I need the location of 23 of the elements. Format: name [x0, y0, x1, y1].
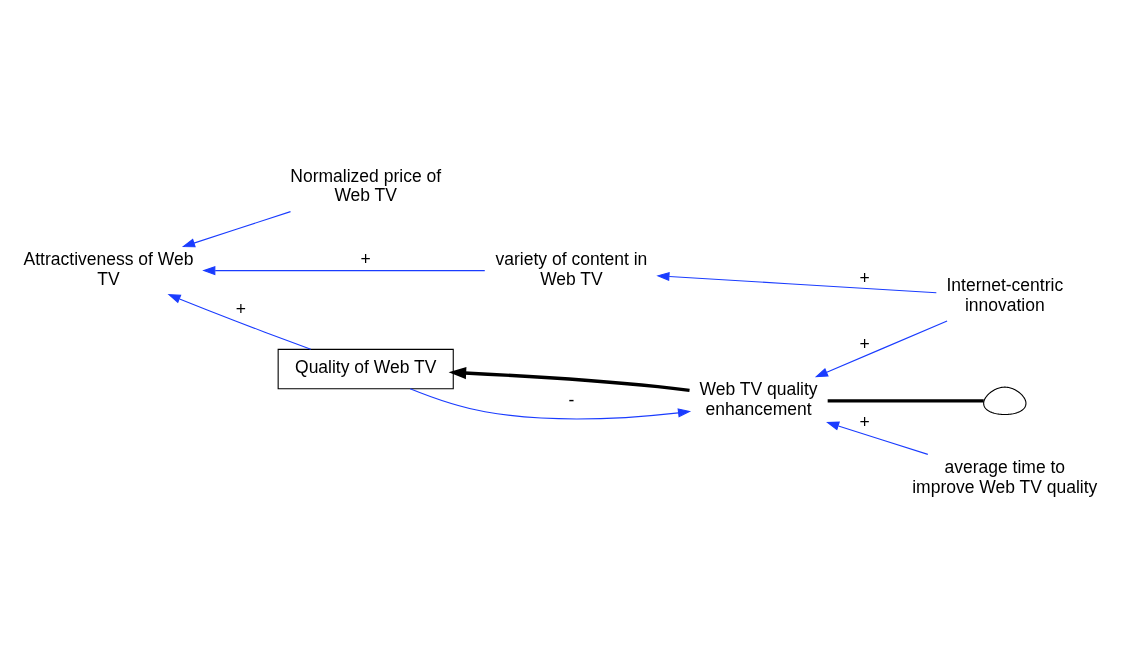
node-text: Web TV quality enhancement: [699, 378, 818, 419]
edge-label: +: [859, 267, 870, 288]
arrow: [167, 293, 312, 350]
node-box: Quality of Web TV: [277, 348, 454, 389]
arrow: [409, 387, 692, 419]
node-text: average time to improve Web TV quality: [912, 456, 1098, 497]
edge-label: +: [360, 248, 371, 269]
arrow: [202, 265, 486, 275]
arrow: [656, 271, 937, 293]
edge-label: +: [235, 298, 247, 319]
edge-label: -: [568, 389, 575, 410]
arrow: [181, 210, 292, 247]
node-text: Normalized price of Web TV: [290, 165, 442, 205]
node-text: variety of content in Web TV: [495, 248, 648, 289]
arrow: [826, 421, 929, 455]
arrow: [814, 319, 948, 377]
edge-label: +: [859, 333, 870, 354]
node-text: Internet-centric innovation: [946, 274, 1064, 315]
arrow: [448, 366, 690, 392]
edge-label: +: [859, 411, 870, 432]
node-text: Attractiveness of Web TV: [23, 248, 194, 289]
node-cloud: [983, 386, 1027, 415]
connector: [827, 398, 984, 402]
